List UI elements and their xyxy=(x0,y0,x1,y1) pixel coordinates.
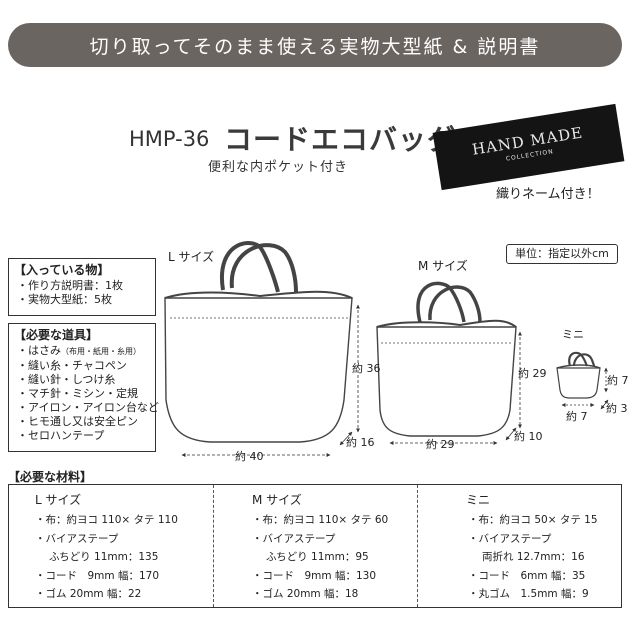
medium-depth-label: 約 10 xyxy=(514,430,543,443)
material-item: ふちどり 11mm：95 xyxy=(266,551,369,563)
tool-item: ・ヒモ通し又は安全ピン xyxy=(17,415,138,428)
contents-item: ・作り方説明書：1枚 xyxy=(17,279,123,292)
material-item: ・コード 9mm 幅：170 xyxy=(35,569,160,582)
material-item: ・布：約ヨコ 110× タテ 110 xyxy=(35,514,178,526)
mini-width-label: 約 7 xyxy=(566,410,588,423)
tools-box: 【必要な道具】 ・はさみ（布用・紙用・糸用） ・縫い糸・チャコペン ・縫い針・し… xyxy=(8,323,159,452)
material-item: ・バイアステープ xyxy=(252,532,336,545)
large-size-label: L サイズ xyxy=(168,250,215,264)
materials-column-large: L サイズ ・布：約ヨコ 110× タテ 110 ・バイアステープ ふちどり 1… xyxy=(9,485,213,607)
tool-item: ・縫い糸・チャコペン xyxy=(17,359,127,372)
large-height-label: 約 36 xyxy=(352,362,381,375)
material-item: ・布：約ヨコ 110× タテ 60 xyxy=(252,514,389,526)
materials-column-head: ミニ xyxy=(466,493,491,507)
tools-title: 【必要な道具】 xyxy=(14,328,99,342)
materials-column-head: M サイズ xyxy=(252,493,302,507)
materials-table: L サイズ ・布：約ヨコ 110× タテ 110 ・バイアステープ ふちどり 1… xyxy=(8,484,622,608)
large-width-label: 約 40 xyxy=(235,450,264,463)
mini-size-label: ミニ xyxy=(562,328,584,341)
large-depth-dimension xyxy=(339,431,353,446)
tool-item-note: （布用・紙用・糸用） xyxy=(61,347,141,356)
material-item: ・ゴム 20mm 幅：18 xyxy=(252,588,359,600)
contents-item: ・実物大型紙：5枚 xyxy=(17,293,112,306)
material-item: ・丸ゴム 1.5mm 幅：9 xyxy=(468,588,589,600)
material-item: ・コード 9mm 幅：130 xyxy=(252,569,377,582)
materials-column-mini: ミニ ・布：約ヨコ 50× タテ 15 ・バイアステープ 両折れ 12.7mm：… xyxy=(417,485,622,607)
large-depth-label: 約 16 xyxy=(346,436,375,449)
tool-item: ・はさみ（布用・紙用・糸用） xyxy=(17,344,141,357)
medium-depth-dimension xyxy=(505,427,517,441)
tool-item: ・セロハンテープ xyxy=(17,429,105,442)
mini-depth-dimension xyxy=(600,399,609,410)
material-item: ・バイアステープ xyxy=(468,532,552,545)
materials-column-medium: M サイズ ・布：約ヨコ 110× タテ 60 ・バイアステープ ふちどり 11… xyxy=(213,485,418,607)
material-item: ふちどり 11mm：135 xyxy=(49,551,159,563)
materials-column-head: L サイズ xyxy=(35,493,82,507)
medium-width-label: 約 29 xyxy=(426,438,455,451)
mini-depth-label: 約 3 xyxy=(606,402,628,415)
material-item: ・ゴム 20mm 幅：22 xyxy=(35,588,142,600)
material-item: ・布：約ヨコ 50× タテ 15 xyxy=(468,514,598,526)
product-subtitle: 便利な内ポケット付き xyxy=(208,160,349,175)
header-banner: 切り取ってそのまま使える実物大型紙 & 説明書 xyxy=(8,23,622,67)
mini-height-label: 約 7 xyxy=(607,374,629,387)
contents-title: 【入っている物】 xyxy=(14,263,110,277)
tool-item: ・縫い針・しつけ糸 xyxy=(17,373,116,386)
tool-item: ・アイロン・アイロン台など xyxy=(17,401,159,414)
material-item: 両折れ 12.7mm：16 xyxy=(482,551,585,563)
material-item: ・コード 6mm 幅：35 xyxy=(468,569,586,582)
materials-title: 【必要な材料】 xyxy=(8,470,93,484)
material-item: ・バイアステープ xyxy=(35,532,119,545)
product-code: HMP-36 xyxy=(129,127,210,151)
banner-text: 切り取ってそのまま使える実物大型紙 & 説明書 xyxy=(89,35,541,58)
product-title: コードエコバッグ xyxy=(224,123,457,156)
medium-height-label: 約 29 xyxy=(518,367,547,380)
medium-size-label: M サイズ xyxy=(418,259,468,273)
large-bag-illustration xyxy=(164,241,353,443)
medium-bag-illustration xyxy=(376,281,517,437)
tool-item: ・マチ針・ミシン・定規 xyxy=(17,387,138,400)
mini-bag-illustration xyxy=(556,351,601,399)
contents-box: 【入っている物】 ・作り方説明書：1枚 ・実物大型紙：5枚 xyxy=(8,258,156,316)
unit-note: 単位：指定以外cm xyxy=(506,244,618,264)
tag-note: 織りネーム付き！ xyxy=(496,187,600,202)
